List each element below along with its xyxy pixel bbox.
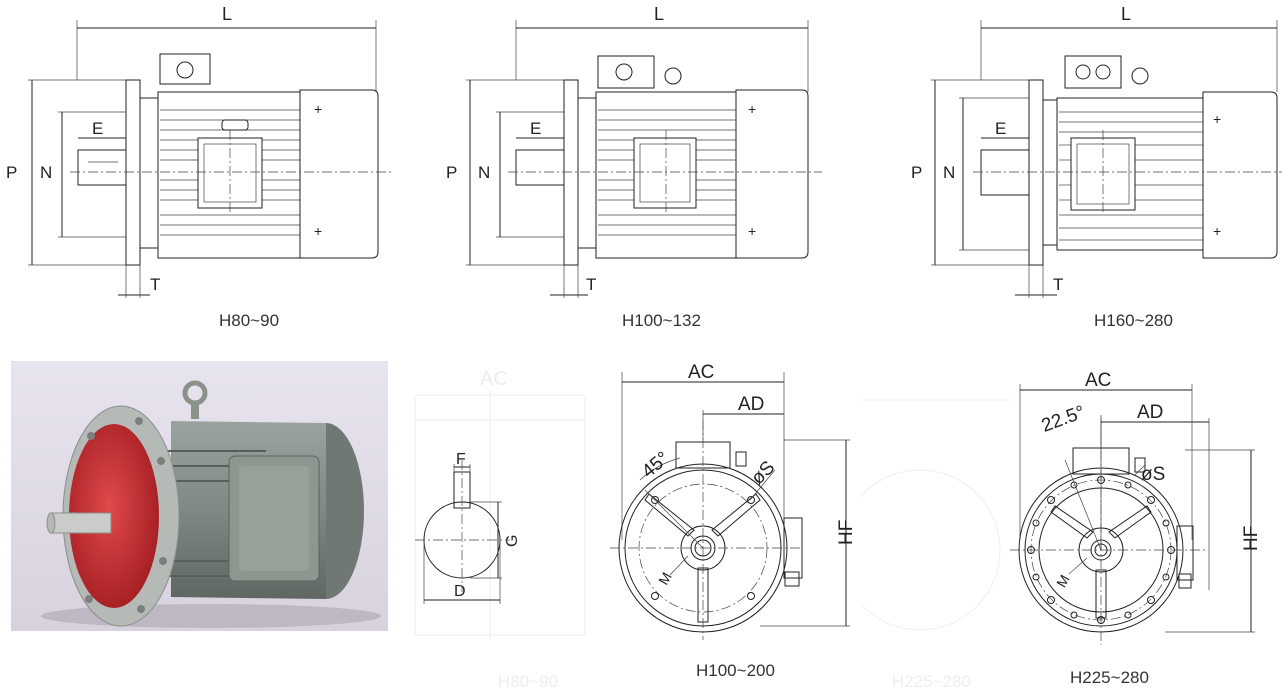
front-view-h100-200: AC AD HF 45° øS M: [610, 362, 857, 640]
dim-label-g: G: [504, 535, 521, 547]
dim-label-hf: HF: [1241, 526, 1262, 551]
ghost-caption-right: H225~280: [892, 672, 971, 691]
motor-photo: [11, 361, 388, 631]
dim-label-ad: AD: [738, 394, 764, 415]
angle-label: 22.5°: [1039, 402, 1088, 437]
svg-text:AC: AC: [480, 368, 508, 390]
dim-label-f: F: [456, 451, 466, 468]
caption-h80-90: H80~90: [219, 311, 280, 330]
dim-label-ac: AC: [688, 362, 714, 383]
motor-illustration: [11, 361, 388, 631]
shaft-key-detail: AC F G D: [414, 368, 586, 640]
dim-label-n: N: [478, 163, 490, 182]
dim-label-m: M: [655, 569, 675, 587]
dim-label-e: E: [995, 119, 1006, 138]
caption-h100-200: H100~200: [696, 661, 775, 680]
dim-label-ac: AC: [1085, 370, 1111, 391]
ghost-caption-left: H80~90: [498, 672, 559, 691]
ghost-front-view: [860, 399, 1010, 631]
dim-label-p: P: [6, 163, 17, 182]
dim-label-t: T: [586, 275, 596, 294]
dim-label-d: D: [454, 583, 466, 600]
dim-label-m: M: [1053, 572, 1073, 590]
dim-label-n: N: [40, 163, 52, 182]
svg-text:+: +: [1213, 111, 1221, 127]
dim-label-n: N: [943, 163, 955, 182]
dim-label-s: øS: [1141, 464, 1165, 485]
dim-label-ad: AD: [1137, 402, 1163, 423]
dim-label-hf: HF: [836, 520, 857, 545]
dim-label-p: P: [446, 163, 457, 182]
caption-h100-132: H100~132: [622, 311, 701, 330]
front-view-h225-280: AC AD HF 22.5° øS M: [1010, 370, 1262, 645]
dim-label-l: L: [1121, 4, 1131, 24]
dim-label-e: E: [530, 119, 541, 138]
svg-text:+: +: [314, 101, 322, 117]
dim-label-p: P: [911, 163, 922, 182]
caption-h160-280: H160~280: [1094, 311, 1173, 330]
dim-label-l: L: [222, 4, 232, 24]
side-view-h100-132: L P N E T + +: [446, 4, 822, 298]
caption-h225-280: H225~280: [1070, 668, 1149, 687]
dim-label-t: T: [1053, 275, 1063, 294]
side-view-h160-280: L P N E T + +: [911, 4, 1282, 298]
dim-label-l: L: [654, 4, 664, 24]
side-view-h80-90: L P N E T + +: [6, 4, 392, 298]
dim-label-e: E: [92, 119, 103, 138]
dim-label-t: T: [150, 275, 160, 294]
svg-text:+: +: [748, 223, 756, 239]
svg-text:+: +: [1213, 223, 1221, 239]
svg-text:+: +: [314, 223, 322, 239]
svg-text:+: +: [748, 101, 756, 117]
